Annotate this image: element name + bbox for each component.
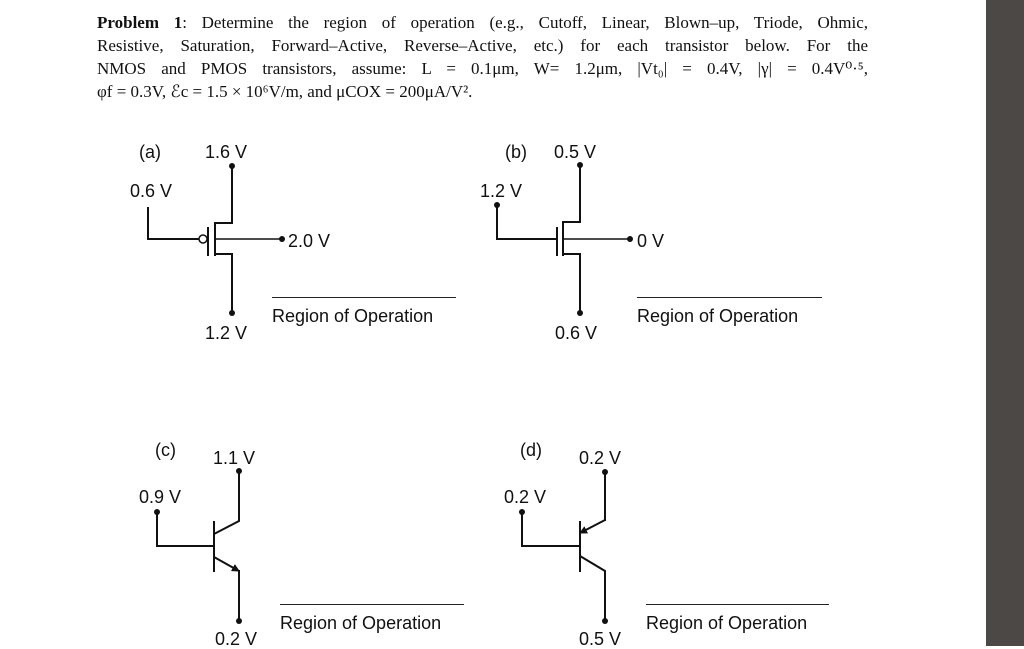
circuit-d-emitter-voltage: 0.2 V <box>579 448 622 468</box>
circuit-d-base-voltage: 0.2 V <box>504 487 547 507</box>
problem-line-3: NMOS and PMOS transistors, assume: L = 0… <box>97 59 868 78</box>
circuit-d-tag: (d) <box>520 440 542 460</box>
circuit-c-collector-voltage: 1.1 V <box>213 448 256 468</box>
circuit-b-region-label: Region of Operation <box>637 306 799 326</box>
circuit-c-base-voltage: 0.9 V <box>139 487 182 507</box>
problem-line-2: Resistive, Saturation, Forward–Active, R… <box>97 36 868 55</box>
circuit-b-gate-voltage: 1.2 V <box>480 181 523 201</box>
problem-line-4: φf = 0.3V, ℰc = 1.5 × 10⁶V/m, and μCOX =… <box>97 82 473 101</box>
pmos-transistor-a <box>147 163 285 316</box>
circuit-a-body-voltage: 2.0 V <box>288 231 331 251</box>
problem-heading: Problem 1 <box>97 13 183 32</box>
circuit-a-tag: (a) <box>139 142 161 162</box>
circuit-d-collector-voltage: 0.5 V <box>579 629 622 649</box>
circuit-c-region-label: Region of Operation <box>280 613 442 633</box>
circuit-b-body-voltage: 0 V <box>637 231 665 251</box>
problem-line-1: Problem 1: Determine the region of opera… <box>97 11 868 34</box>
circuit-b-drain-voltage: 0.5 V <box>554 142 597 162</box>
circuit-b-tag: (b) <box>505 142 527 162</box>
circuit-a-region-label: Region of Operation <box>272 306 434 326</box>
circuit-a-answer-line <box>272 297 456 298</box>
problem-text: : Determine the region of operation (e.g… <box>182 13 868 32</box>
circuit-c-emitter-voltage: 0.2 V <box>215 629 258 649</box>
circuit-a-source-voltage: 1.2 V <box>205 323 248 343</box>
circuit-d-answer-line <box>646 604 829 605</box>
pnp-transistor-d <box>519 469 608 624</box>
circuit-b-answer-line <box>637 297 822 298</box>
circuit-a-gate-voltage: 0.6 V <box>130 181 173 201</box>
circuit-c-answer-line <box>280 604 464 605</box>
scrollbar[interactable] <box>986 0 1024 646</box>
circuit-c-tag: (c) <box>155 440 176 460</box>
nmos-transistor-b <box>494 162 633 316</box>
circuit-a-drain-voltage: 1.6 V <box>205 142 248 162</box>
circuit-d-region-label: Region of Operation <box>646 613 808 633</box>
npn-transistor-c <box>154 468 242 624</box>
circuit-b-source-voltage: 0.6 V <box>555 323 598 343</box>
